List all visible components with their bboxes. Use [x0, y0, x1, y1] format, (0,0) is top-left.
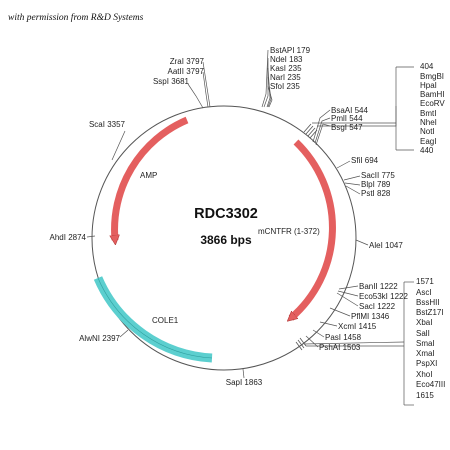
- site-kasi: KasI 235: [270, 64, 302, 73]
- site-pshai: PshAI 1503: [319, 343, 361, 352]
- site-eco53ki: Eco53kI 1222: [359, 292, 408, 301]
- site-pmli: PmlI 544: [331, 114, 363, 123]
- site-bsaai: BsaAI 544: [331, 106, 368, 115]
- site-bstapi: BstAPI 179: [270, 46, 311, 55]
- site-pasi: PasI 1458: [325, 333, 362, 342]
- mcs1-enzyme: BmgBI: [420, 72, 444, 81]
- leader-lines: [86, 49, 414, 406]
- mcs1-enzyme: BamHI: [420, 90, 444, 99]
- mcs2-enzyme: PspXI: [416, 359, 437, 368]
- site-nari: NarI 235: [270, 73, 301, 82]
- site-saci: SacI 1222: [359, 302, 396, 311]
- mcs2-enzyme: XbaI: [416, 318, 432, 327]
- mcs2-enzyme: BssHII: [416, 298, 440, 307]
- mcs2-enzyme: BstZ17I: [416, 308, 444, 317]
- cntfr-label: mCNTFR (1-372): [258, 227, 320, 236]
- plasmid-backbone: [91, 105, 357, 371]
- site-scai: ScaI 3357: [89, 120, 126, 129]
- site-banii: BanII 1222: [359, 282, 398, 291]
- amp-label: AMP: [140, 171, 157, 180]
- site-pflmi: PflMI 1346: [351, 312, 390, 321]
- mcs1-pos-top: 404: [420, 62, 434, 71]
- cole1-label: COLE1: [152, 316, 179, 325]
- site-alei: AleI 1047: [369, 241, 403, 250]
- site-aatii: AatII 3797: [168, 67, 205, 76]
- site-xcmi: XcmI 1415: [338, 322, 377, 331]
- site-sfoi: SfoI 235: [270, 82, 300, 91]
- mcs2-enzyme: XmaI: [416, 349, 435, 358]
- mcs1-enzyme: NotI: [420, 127, 435, 136]
- mcs1-enzyme: EagI: [420, 137, 436, 146]
- site-bsgi: BsgI 547: [331, 123, 363, 132]
- site-sapi: SapI 1863: [226, 378, 263, 387]
- mcs1-ticks: [303, 123, 318, 139]
- site-zrai: ZraI 3797: [170, 57, 205, 66]
- mcs1-enzyme: BmtI: [420, 109, 436, 118]
- mcs2-enzyme: XhoI: [416, 370, 432, 379]
- site-psti: PstI 828: [361, 189, 391, 198]
- site-ahdi: AhdI 2874: [50, 233, 87, 242]
- mcs2-enzyme: Eco47III: [416, 380, 445, 389]
- mcs2-pos-bottom: 1615: [416, 391, 434, 400]
- plasmid-size: 3866 bps: [200, 233, 252, 247]
- mcs2-ticks: [295, 337, 307, 351]
- mcs2-enzyme: SmaI: [416, 339, 435, 348]
- mcs1-enzyme: NheI: [420, 118, 437, 127]
- site-sacii: SacII 775: [361, 171, 395, 180]
- cntfr-arrow: [291, 139, 336, 318]
- site-ndei: NdeI 183: [270, 55, 303, 64]
- site-sspi: SspI 3681: [153, 77, 190, 86]
- site-blpi: BlpI 789: [361, 180, 391, 189]
- cole1-arc-outline: [97, 277, 213, 359]
- permission-caption: with permission from R&D Systems: [8, 12, 144, 23]
- mcs1-list: 404 BmgBI HpaI BamHI EcoRV BmtI NheI Not…: [420, 62, 445, 155]
- mcs2-list: 1571 AscI BssHII BstZ17I XbaI SalI SmaI …: [416, 277, 445, 400]
- site-alwni: AlwNI 2397: [79, 334, 120, 343]
- mcs1-pos-bottom: 440: [420, 146, 434, 155]
- mcs2-enzyme: SalI: [416, 329, 430, 338]
- site-sfii: SfiI 694: [351, 156, 379, 165]
- mcs1-enzyme: EcoRV: [420, 99, 445, 108]
- mcs2-enzyme: AscI: [416, 288, 432, 297]
- plasmid-name: RDC3302: [194, 206, 258, 222]
- amp-arrow: [115, 116, 189, 240]
- mcs1-enzyme: HpaI: [420, 81, 437, 90]
- mcs2-pos-top: 1571: [416, 277, 434, 286]
